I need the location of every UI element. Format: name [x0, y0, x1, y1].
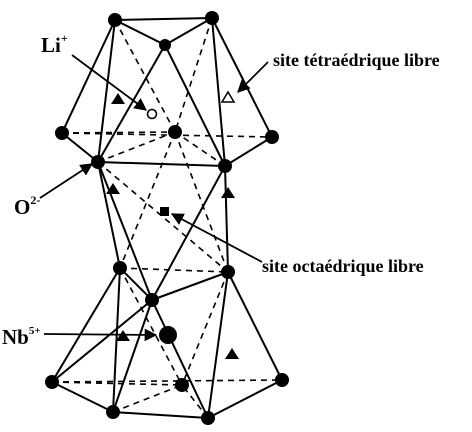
oxygen-atom — [159, 39, 171, 51]
upper-octahedron-dashed-edges — [61, 17, 273, 167]
oxygen-atom — [175, 378, 189, 392]
oxygen-atom — [265, 130, 279, 144]
oxygen-atom — [221, 265, 235, 279]
tetrahedral-site-triangle — [106, 183, 120, 194]
tetrahedral-site-triangle — [221, 187, 235, 198]
tetrahedral-site-triangle — [225, 348, 239, 359]
oxygen-atom — [55, 126, 69, 140]
li-pointer-arrow — [71, 54, 148, 111]
tetrahedral-site-markers — [106, 90, 239, 359]
oxygen-atoms — [45, 11, 289, 425]
niobium-cation — [159, 326, 177, 344]
tetrahedral-site-triangle — [111, 93, 125, 104]
middle-octahedron-dashed-edges — [97, 131, 229, 273]
nb-pointer-arrow — [43, 328, 158, 342]
tetra-site-pointer-arrow — [237, 61, 269, 93]
oxygen-atom — [113, 261, 127, 275]
pointer-arrows — [39, 54, 269, 342]
oxygen-atom — [108, 13, 122, 27]
octa-site-label: site octaédrique libre — [262, 256, 424, 276]
lower-octahedron-solid-edges — [51, 267, 283, 419]
oxygen-pointer-arrow — [39, 163, 94, 199]
middle-octahedron-solid-edges — [97, 161, 229, 301]
nb-label: Nb5+ — [2, 325, 41, 349]
lower-octahedron-dashed-edges — [51, 267, 283, 419]
oxygen-label: O2- — [14, 193, 40, 219]
oxygen-atom — [91, 155, 105, 169]
oxygen-atom — [145, 293, 159, 307]
li-label: Li+ — [41, 31, 68, 57]
oxygen-atom — [106, 405, 120, 419]
oxygen-atom — [205, 11, 219, 25]
octa-site-pointer-arrow — [170, 213, 263, 263]
oxygen-atom — [275, 373, 289, 387]
upper-octahedron-solid-edges — [61, 17, 273, 167]
octahedral-site-marker — [160, 207, 169, 216]
tetra-site-label: site tétraédrique libre — [273, 50, 440, 70]
lithium-cation — [146, 108, 158, 120]
oxygen-atom — [218, 159, 232, 173]
oxygen-atom — [45, 375, 59, 389]
oxygen-atom — [168, 125, 182, 139]
tetrahedral-site-triangle — [220, 90, 236, 103]
oxygen-atom — [201, 411, 215, 425]
